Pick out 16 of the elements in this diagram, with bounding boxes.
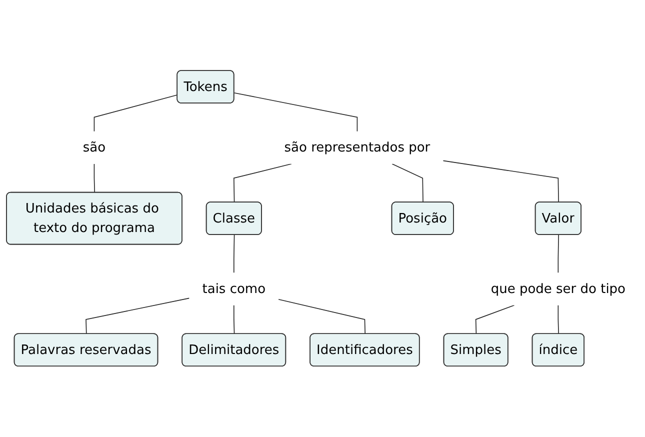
connector xyxy=(234,305,235,335)
node-text: são xyxy=(82,140,106,156)
connector xyxy=(234,92,358,132)
node-text: que pode ser do tipo xyxy=(490,281,626,296)
connector xyxy=(278,299,366,335)
connector xyxy=(86,298,190,335)
connector xyxy=(558,305,559,335)
connector xyxy=(233,164,292,204)
connector xyxy=(475,305,515,335)
connector xyxy=(94,94,178,132)
connector xyxy=(558,234,559,274)
connector xyxy=(234,234,235,274)
connector xyxy=(94,164,96,194)
connector xyxy=(442,160,559,204)
node-text: são representados por xyxy=(284,140,430,156)
node-text: tais como xyxy=(202,281,266,296)
